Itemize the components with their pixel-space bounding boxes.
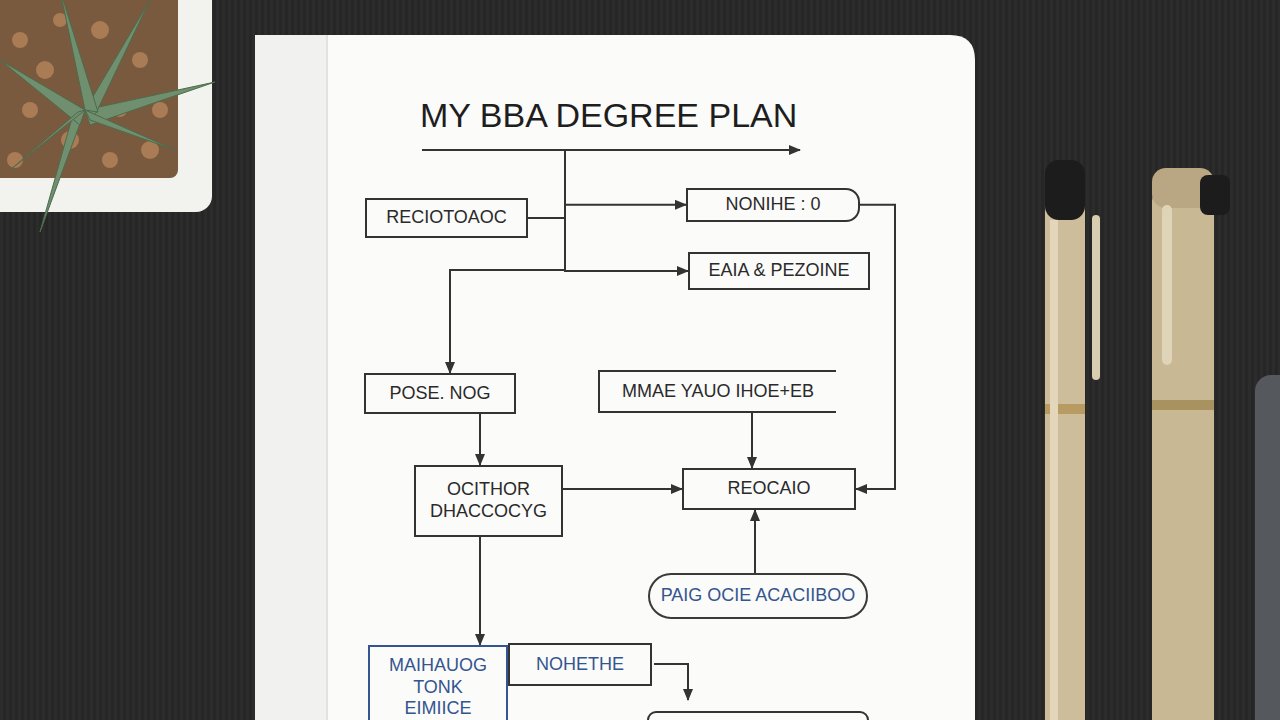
process-box: RECIOTOAOC bbox=[365, 198, 528, 238]
flow-arrow bbox=[479, 414, 481, 465]
node-text: OCITHOR DHACCOCYG bbox=[426, 479, 551, 522]
node-text: EAIA & PEZOINE bbox=[708, 260, 849, 282]
node-text: RECIOTOAOC bbox=[386, 207, 507, 229]
pen-ring bbox=[1152, 400, 1214, 410]
notebook-page bbox=[255, 35, 975, 720]
pen-clip bbox=[1092, 215, 1100, 380]
node-text: MAIHAUOG TONK EIMIICE bbox=[380, 655, 496, 720]
flow-arrow bbox=[856, 205, 895, 489]
open-box: MMAE YAUO IHOE+EB bbox=[598, 370, 836, 413]
node-text: NOHETHE bbox=[536, 654, 624, 676]
pill-box: PAIG OCIE ACACIIBOO bbox=[648, 573, 868, 619]
rounded-box: NONIHE : 0 bbox=[686, 188, 860, 222]
notebook-spine bbox=[255, 35, 327, 720]
lead-arrow bbox=[654, 664, 688, 700]
process-box: REOCAIO bbox=[682, 468, 856, 510]
title-underline bbox=[422, 149, 800, 151]
node-text: REOCAIO bbox=[727, 478, 810, 500]
pen-left bbox=[1045, 160, 1100, 720]
pen-right bbox=[1152, 168, 1230, 720]
process-box: MAIHAUOG TONK EIMIICE bbox=[368, 645, 508, 720]
flow-arrow bbox=[479, 537, 481, 645]
process-box: EAIA & PEZOINE bbox=[688, 252, 870, 290]
node-text: PAIG OCIE ACACIIBOO bbox=[661, 585, 856, 607]
flow-arrow bbox=[528, 218, 688, 271]
pot-soil bbox=[0, 0, 178, 178]
flow-arrow bbox=[751, 413, 753, 468]
flow-arrow bbox=[528, 205, 686, 218]
pen-body bbox=[1045, 200, 1085, 720]
pen-clip bbox=[1162, 205, 1172, 365]
pen-tip bbox=[1200, 175, 1230, 215]
node-text: POSE. NOG bbox=[389, 383, 490, 405]
flow-arrow bbox=[450, 218, 565, 373]
pen-body bbox=[1152, 190, 1214, 720]
node-text: NONIHE : 0 bbox=[725, 194, 820, 216]
flow-arrow bbox=[563, 488, 682, 490]
agave-leaves bbox=[0, 0, 215, 232]
flow-arrow bbox=[754, 510, 756, 573]
notebook bbox=[255, 35, 975, 720]
plant-pot bbox=[0, 0, 215, 232]
process-box: POSE. NOG bbox=[364, 373, 516, 414]
node-text: MMAE YAUO IHOE+EB bbox=[622, 381, 814, 403]
process-box: NOHETHE bbox=[508, 643, 652, 686]
spine-fold bbox=[326, 35, 328, 720]
phone-edge bbox=[1255, 375, 1280, 720]
pen-cap bbox=[1045, 160, 1085, 220]
cut-off-box bbox=[648, 712, 868, 720]
process-box: OCITHOR DHACCOCYG bbox=[414, 465, 563, 537]
pen-shine bbox=[1050, 220, 1058, 720]
diagram-title: MY BBA DEGREE PLAN bbox=[420, 96, 797, 135]
